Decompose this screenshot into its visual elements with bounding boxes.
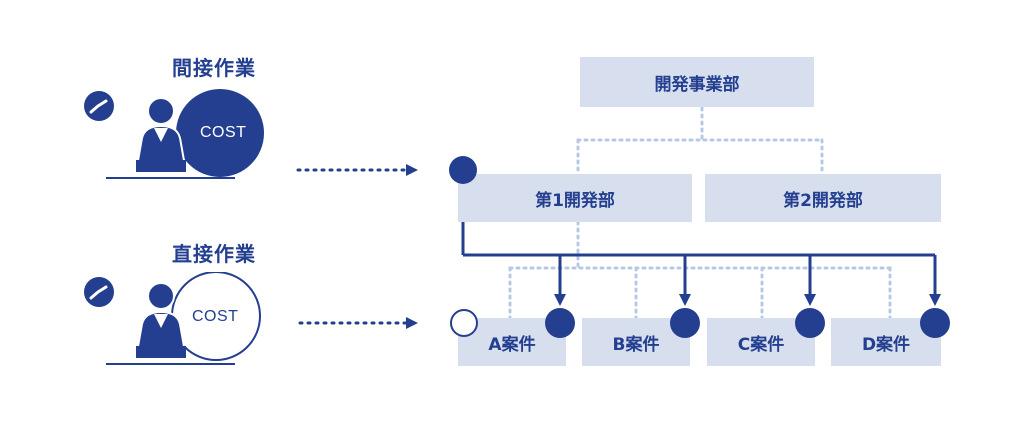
direct-arrow [298, 317, 418, 329]
indirect-cost-marker [449, 156, 477, 184]
indirect-work-title: 間接作業 [172, 56, 256, 80]
project-box-b: B案件 [582, 318, 690, 366]
allocation-marker-c [795, 308, 825, 338]
indirect-cost-label: COST [200, 124, 247, 141]
indirect-worker-illustration [84, 89, 264, 179]
person-icon [134, 282, 188, 359]
clock-icon [84, 277, 114, 307]
allocation-arrowheads [554, 294, 941, 306]
project-box-d: D案件 [831, 318, 941, 366]
department-box-1: 第1開発部 [458, 174, 692, 222]
allocation-marker-a [545, 308, 575, 338]
cost-coin-filled [176, 89, 264, 177]
department-box-2: 第2開発部 [705, 174, 941, 222]
direct-work-title: 直接作業 [172, 242, 256, 266]
division-box: 開発事業部 [580, 57, 814, 107]
indirect-arrow [296, 164, 418, 176]
allocation-marker-b [670, 308, 700, 338]
person-icon [134, 97, 188, 173]
allocation-marker-d [920, 308, 950, 338]
org-tree-dotted-lines [508, 106, 892, 320]
clock-icon [84, 91, 114, 121]
direct-worker-illustration [84, 272, 261, 365]
direct-cost-label: COST [192, 308, 239, 325]
direct-cost-marker [450, 309, 478, 337]
